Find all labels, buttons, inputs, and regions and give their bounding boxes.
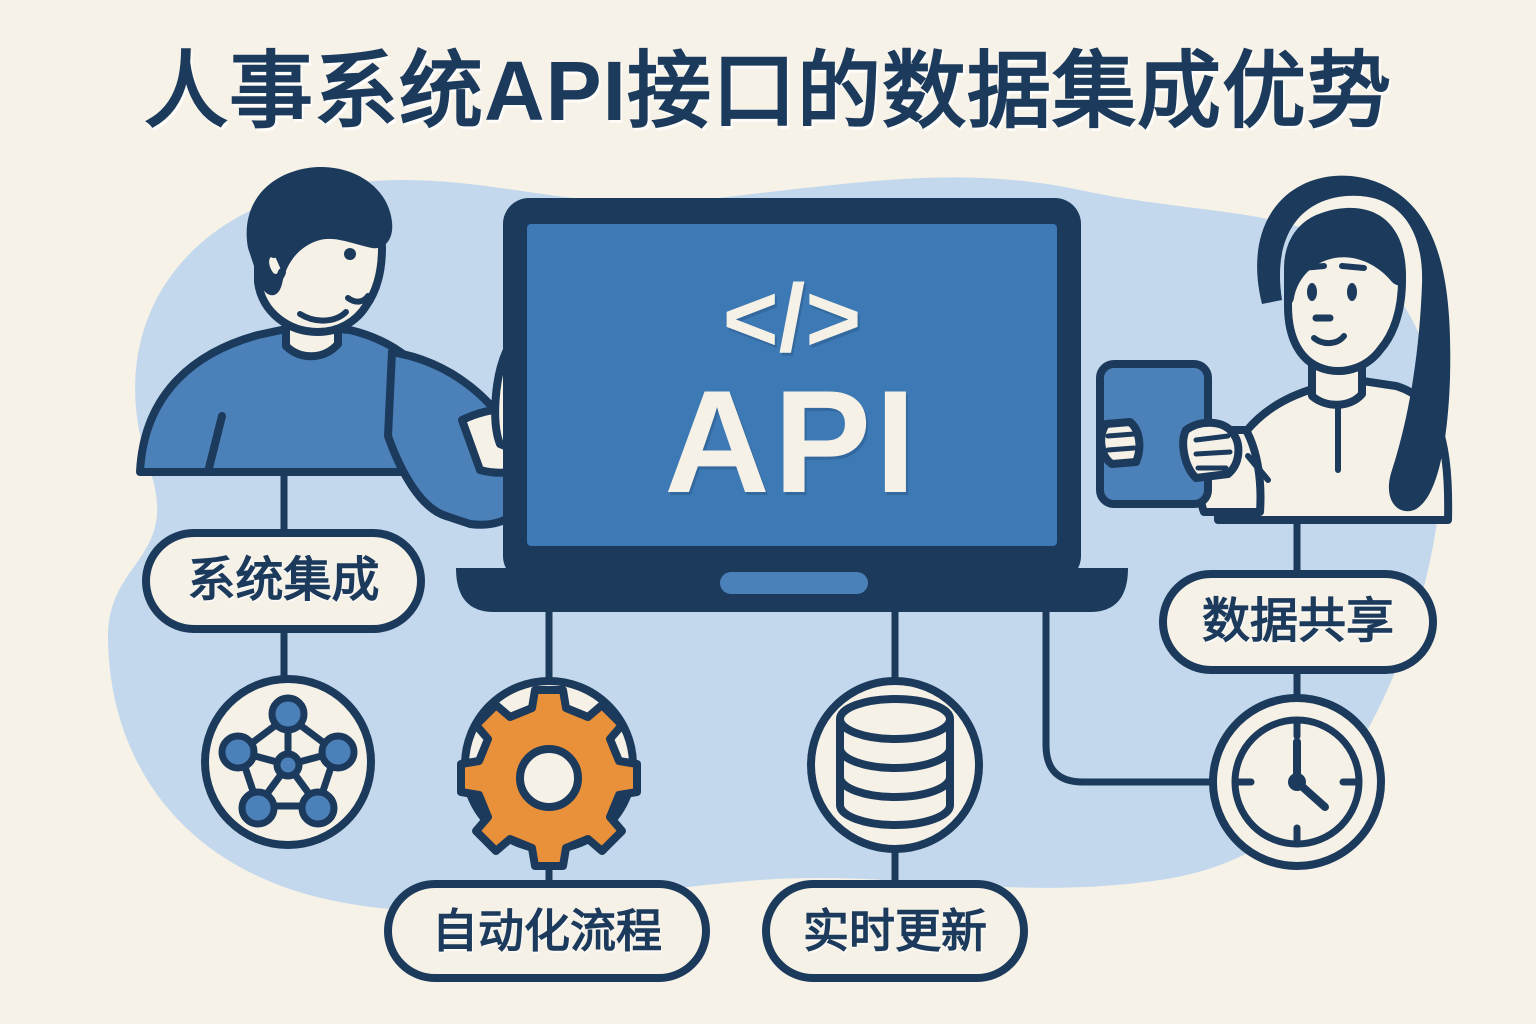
pill-data-sharing (1159, 570, 1437, 674)
pill-realtime-update (762, 880, 1028, 982)
page-title: 人事系统API接口的数据集成优势 (143, 44, 1393, 138)
pill-system-integration (142, 529, 425, 633)
laptop-screen (527, 224, 1057, 546)
connector-laptop-to-clock (1042, 596, 1218, 786)
database-icon (807, 677, 983, 853)
gear-icon (457, 677, 641, 870)
laptop-notch (720, 572, 868, 594)
pill-automation-workflow (384, 880, 710, 982)
screen-api-label: API (664, 360, 920, 523)
network-nodes-icon (201, 675, 375, 849)
right-person-figure (1096, 175, 1453, 524)
screen-code-symbol: </> (722, 265, 862, 372)
clock-icon (1209, 694, 1385, 870)
